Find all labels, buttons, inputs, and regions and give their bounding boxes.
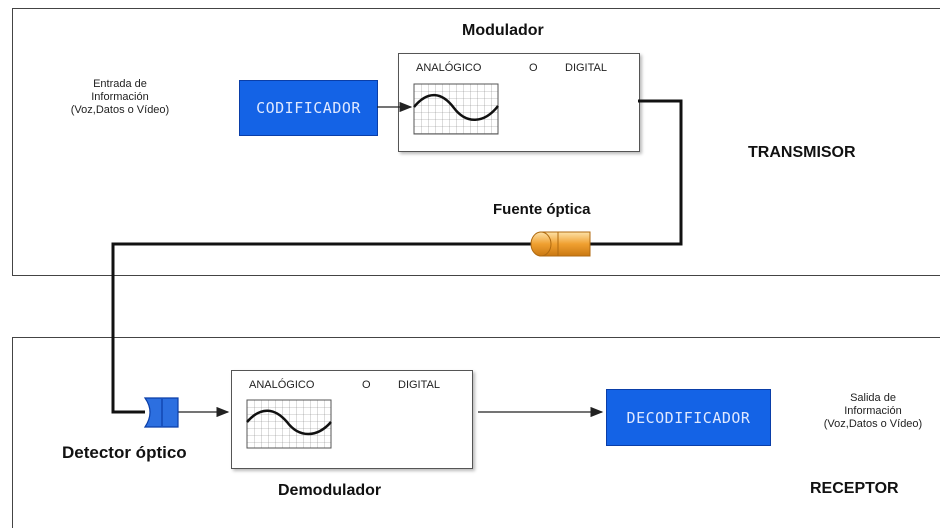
output-info-label: Salida de Información (Voz,Datos o Vídeo… <box>793 392 940 431</box>
input-info-line-1: Entrada de <box>93 78 147 90</box>
transmitter-section-label: TRANSMISOR <box>748 144 856 161</box>
modulator-option-or: O <box>529 62 538 74</box>
input-info-label: Entrada de Información (Voz,Datos o Víde… <box>40 78 200 117</box>
output-info-line-2: Información <box>844 405 902 417</box>
modulator-option-digital: DIGITAL <box>565 62 607 74</box>
optical-detector-label: Detector óptico <box>62 443 187 462</box>
input-info-line-3: (Voz,Datos o Vídeo) <box>70 104 170 116</box>
modulator-waveform <box>413 83 499 135</box>
optical-source-label: Fuente óptica <box>493 201 591 218</box>
decoder-block: DECODIFICADOR <box>606 389 771 446</box>
demodulator-option-digital: DIGITAL <box>398 379 440 391</box>
input-info-line-2: Información <box>91 91 149 103</box>
modulator-option-analog: ANALÓGICO <box>416 62 482 74</box>
demodulator-waveform <box>246 399 332 449</box>
optical-fiber-link <box>111 242 533 414</box>
demodulator-option-or: O <box>362 379 371 391</box>
optical-fiber <box>590 99 683 246</box>
modulator-title: Modulador <box>462 22 544 39</box>
optical-source-icon <box>530 231 591 257</box>
demodulator-option-analog: ANALÓGICO <box>249 379 315 391</box>
optical-detector-icon <box>143 397 179 428</box>
receiver-panel <box>12 337 940 528</box>
demodulator-title: Demodulador <box>278 482 382 499</box>
output-info-line-1: Salida de <box>850 392 896 404</box>
output-info-line-3: (Voz,Datos o Vídeo) <box>823 418 923 430</box>
encoder-block: CODIFICADOR <box>239 80 378 136</box>
receiver-section-label: RECEPTOR <box>810 480 899 497</box>
